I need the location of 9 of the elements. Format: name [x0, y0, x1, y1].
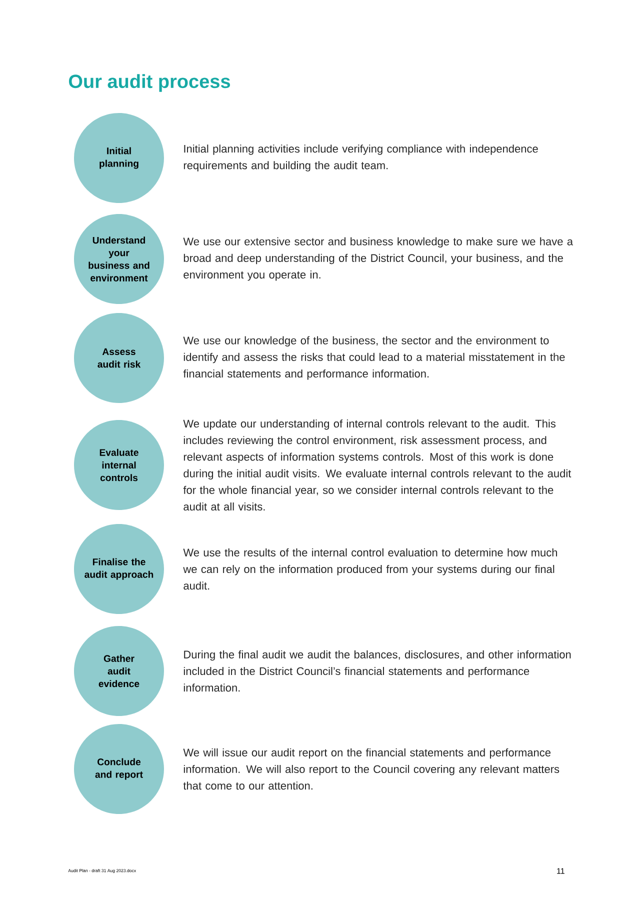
- step-description: During the final audit we audit the balances, disclosures, and other information included in the District Council’s financial statements and performance information.: [184, 650, 571, 692]
- step-description: We use the results of the internal control evaluation to determine how much we can rely on the information produced from your systems during our final audit.: [183, 548, 557, 590]
- page-number: 11: [557, 868, 564, 874]
- step-description: We update our understanding of internal controls relevant to the audit. This includes reviewing the control environment, risk assessment process, and relevant aspects of information systems controls. Most of this work is done during the initial audit visits. We evaluate internal controls relevant to the audit for the whole financial year, so we consider internal controls relevant to the audit at all visits.: [183, 419, 572, 511]
- step-description: We use our knowledge of the business, the sector and the environment to identify and assess the risks that could lead to a material misstatement in the financial statements and performance information.: [183, 336, 565, 380]
- step-description: We will issue our audit report on the financial statements and performance information. We will also report to the Council covering any relevant matters that come to our attention.: [183, 748, 560, 790]
- step-description: We use our extensive sector and business knowledge to make sure we have a broad and deep understanding of the District Council, your business, and the environment you operate in.: [183, 237, 573, 281]
- step-description: Initial planning activities include verifying compliance with independence requirements and building the audit team.: [184, 144, 538, 172]
- heading: Our audit process: [68, 74, 230, 92]
